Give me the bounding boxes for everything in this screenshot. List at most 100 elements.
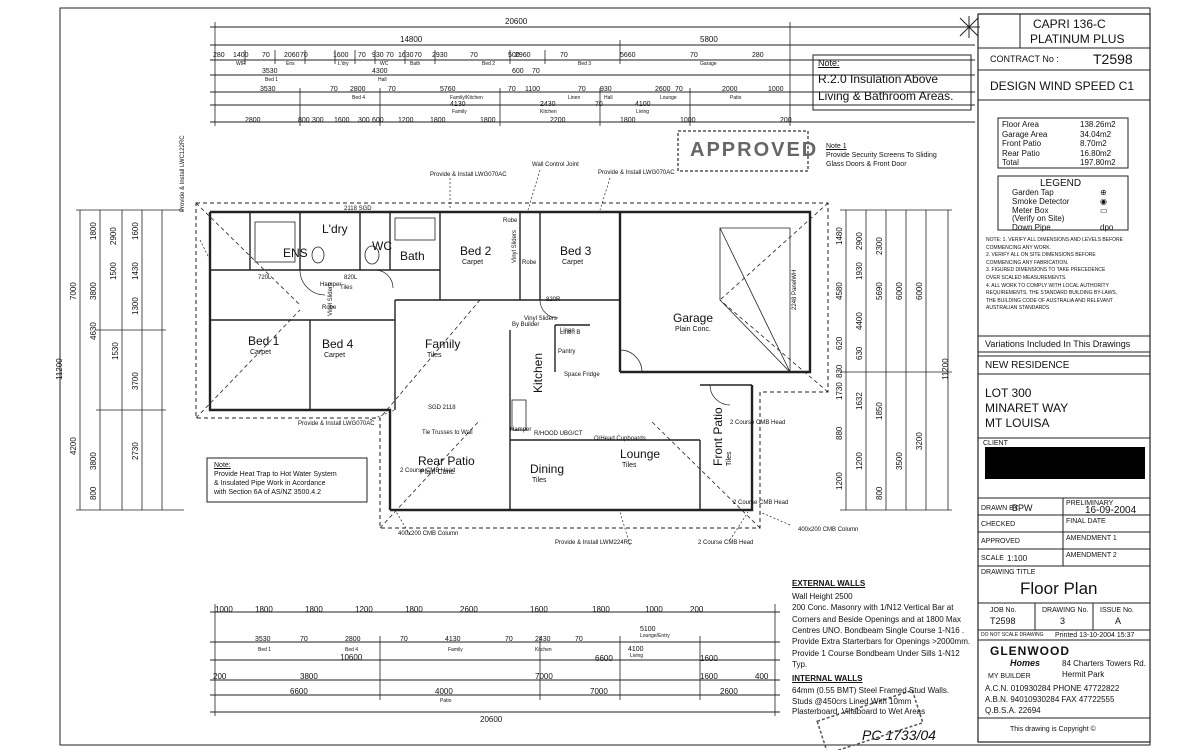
- heat-trap-note-title: Note:: [214, 462, 231, 469]
- general-note-line: THE BUILDING CODE OF AUSTRALIA AND RELEV…: [986, 297, 1113, 304]
- bottom-dim: 1800: [305, 605, 323, 614]
- bottom-dim: 2800: [345, 636, 361, 643]
- left-dim: 3800: [89, 452, 98, 470]
- area-label: Floor Area: [1002, 120, 1039, 129]
- right-dim: 1200: [855, 452, 864, 470]
- room-label: Kitchen: [531, 352, 545, 393]
- plan-callout: Tiles: [340, 285, 353, 291]
- amendment1-label: AMENDMENT 1: [1066, 535, 1117, 542]
- top-dim: 3530: [262, 68, 278, 75]
- preliminary-label: PRELIMINARY: [1066, 500, 1114, 507]
- area-value: 138.26m2: [1080, 120, 1116, 129]
- left-dim: 1800: [89, 222, 98, 240]
- amendment2-label: AMENDMENT 2: [1066, 552, 1117, 559]
- plan-callout: 2118 SGD: [344, 206, 372, 212]
- heat-trap-note-line1: Provide Heat Trap to Hot Water System: [214, 471, 337, 478]
- top-dim: 70: [262, 52, 270, 59]
- legend-symbol: ▭: [1100, 205, 1108, 215]
- plan-callout: 2 Course CMB Head: [400, 468, 456, 474]
- plan-callout: Provide & Install LWG070AC: [430, 172, 507, 178]
- legend-symbol: ⊕: [1100, 188, 1107, 197]
- right-dim: 4580: [835, 282, 844, 300]
- bottom-dim: 6600: [595, 654, 613, 663]
- top-dim: 70: [358, 52, 366, 59]
- right-dim: 2300: [875, 237, 884, 255]
- room-finish: Tiles: [427, 352, 442, 359]
- top-dim-label: Bed 3: [578, 61, 592, 67]
- top-dim: 930: [372, 52, 384, 59]
- bottom-dim-label: Bed 4: [345, 647, 359, 653]
- bottom-dim: 1800: [405, 605, 423, 614]
- top-dim: 600: [372, 117, 384, 124]
- right-dim: 620: [835, 336, 844, 350]
- do-not-scale: DO NOT SCALE DRAWING: [981, 632, 1044, 638]
- area-value: 16.80m2: [1080, 148, 1112, 158]
- plan-callout: Linen B: [560, 330, 581, 336]
- room-label: Bed 1: [248, 334, 280, 348]
- design-wind-speed: DESIGN WIND SPEED C1: [990, 79, 1135, 93]
- bottom-dim: 1000: [215, 605, 233, 614]
- bottom-dim: 70: [575, 636, 583, 643]
- top-dim: 930: [600, 86, 612, 93]
- security-note-line2: Glass Doors & Front Door: [826, 161, 907, 168]
- room-finish: Carpet: [462, 259, 484, 266]
- room-label: ENS: [283, 246, 308, 260]
- top-dim: 2430: [540, 101, 556, 108]
- printed-date: Printed 13-10-2004 15:37: [1055, 632, 1135, 639]
- top-dim: 70: [532, 68, 540, 75]
- right-dim: 6000: [915, 282, 924, 300]
- bottom-dim: 10600: [340, 653, 363, 662]
- bottom-dim: 1000: [645, 605, 663, 614]
- top-dim: 5760: [440, 86, 456, 93]
- room-label: Garage: [673, 311, 714, 325]
- qbsa-line: Q.B.S.A. 22694: [985, 706, 1041, 715]
- area-value: 8.70m2: [1080, 139, 1107, 148]
- drawn-by-label: DRAWN BY: [981, 505, 1019, 512]
- room-label: L'dry: [322, 222, 348, 236]
- approval-stamp: [677, 130, 809, 172]
- bottom-dim: 2430: [535, 636, 551, 643]
- top-dim: 2200: [550, 117, 566, 124]
- bottom-dim: 1600: [530, 605, 548, 614]
- general-note-line: 4. ALL WORK TO COMPLY WITH LOCAL AUTHORI…: [986, 282, 1109, 289]
- plan-callout: R/HOOD UBG/CT: [534, 431, 583, 437]
- top-dim: 800: [298, 117, 310, 124]
- legend-label: Garden Tap: [1012, 188, 1054, 197]
- room-label: Bed 4: [322, 337, 354, 351]
- general-note-line: NOTE: 1. VERIFY ALL DIMENSIONS AND LEVEL…: [986, 237, 1123, 243]
- top-dim: 70: [595, 101, 603, 108]
- general-note-line: 3. FIGURED DIMENSIONS TO TAKE PRECEDENCE: [986, 267, 1106, 274]
- contract-label: CONTRACT No :: [990, 54, 1059, 64]
- plan-callout: Tie Trusses to Wall: [422, 430, 473, 436]
- bottom-dim: 2600: [460, 605, 478, 614]
- bottom-dim: 7000: [590, 687, 608, 696]
- top-dim: 2060: [284, 52, 300, 59]
- top-dim-label: WC: [380, 61, 389, 67]
- bottom-dim: 1800: [255, 605, 273, 614]
- right-dim: 3500: [895, 452, 904, 470]
- general-note-line: 2. VERIFY ALL ON SITE DIMENSIONS BEFORE: [986, 252, 1096, 259]
- address-line2: Hermit Park: [1062, 670, 1105, 679]
- final-date-label: FINAL DATE: [1066, 518, 1106, 525]
- right-dim: 6000: [895, 282, 904, 300]
- top-dim: 2960: [515, 52, 531, 59]
- company-name: GLENWOOD: [990, 644, 1070, 658]
- plan-callout: SGD 2118: [428, 405, 456, 411]
- right-dim: 1930: [855, 262, 864, 280]
- bottom-dim-label: Family: [448, 647, 463, 653]
- plan-callout: 400x200 CMB Column: [798, 527, 859, 533]
- room-label: Dining: [530, 462, 565, 476]
- plan-callout: Pantry: [558, 349, 576, 355]
- top-dim-label: Family: [452, 109, 467, 115]
- external-wall-line: Provide Extra Starterbars for Openings >…: [792, 637, 971, 647]
- room-finish: Carpet: [324, 352, 346, 359]
- area-label: Rear Patio: [1002, 148, 1040, 158]
- room-finish: Carpet: [250, 349, 272, 356]
- internal-wall-line: Plasterboard. Villaboard to Wet Areas: [792, 707, 926, 716]
- variations-label: Variations Included In This Drawings: [985, 339, 1131, 349]
- top-dim: 70: [300, 52, 308, 59]
- redacted-client-name: [985, 447, 1145, 479]
- top-dim: 1000: [768, 86, 784, 93]
- bottom-dim: 200: [213, 672, 227, 681]
